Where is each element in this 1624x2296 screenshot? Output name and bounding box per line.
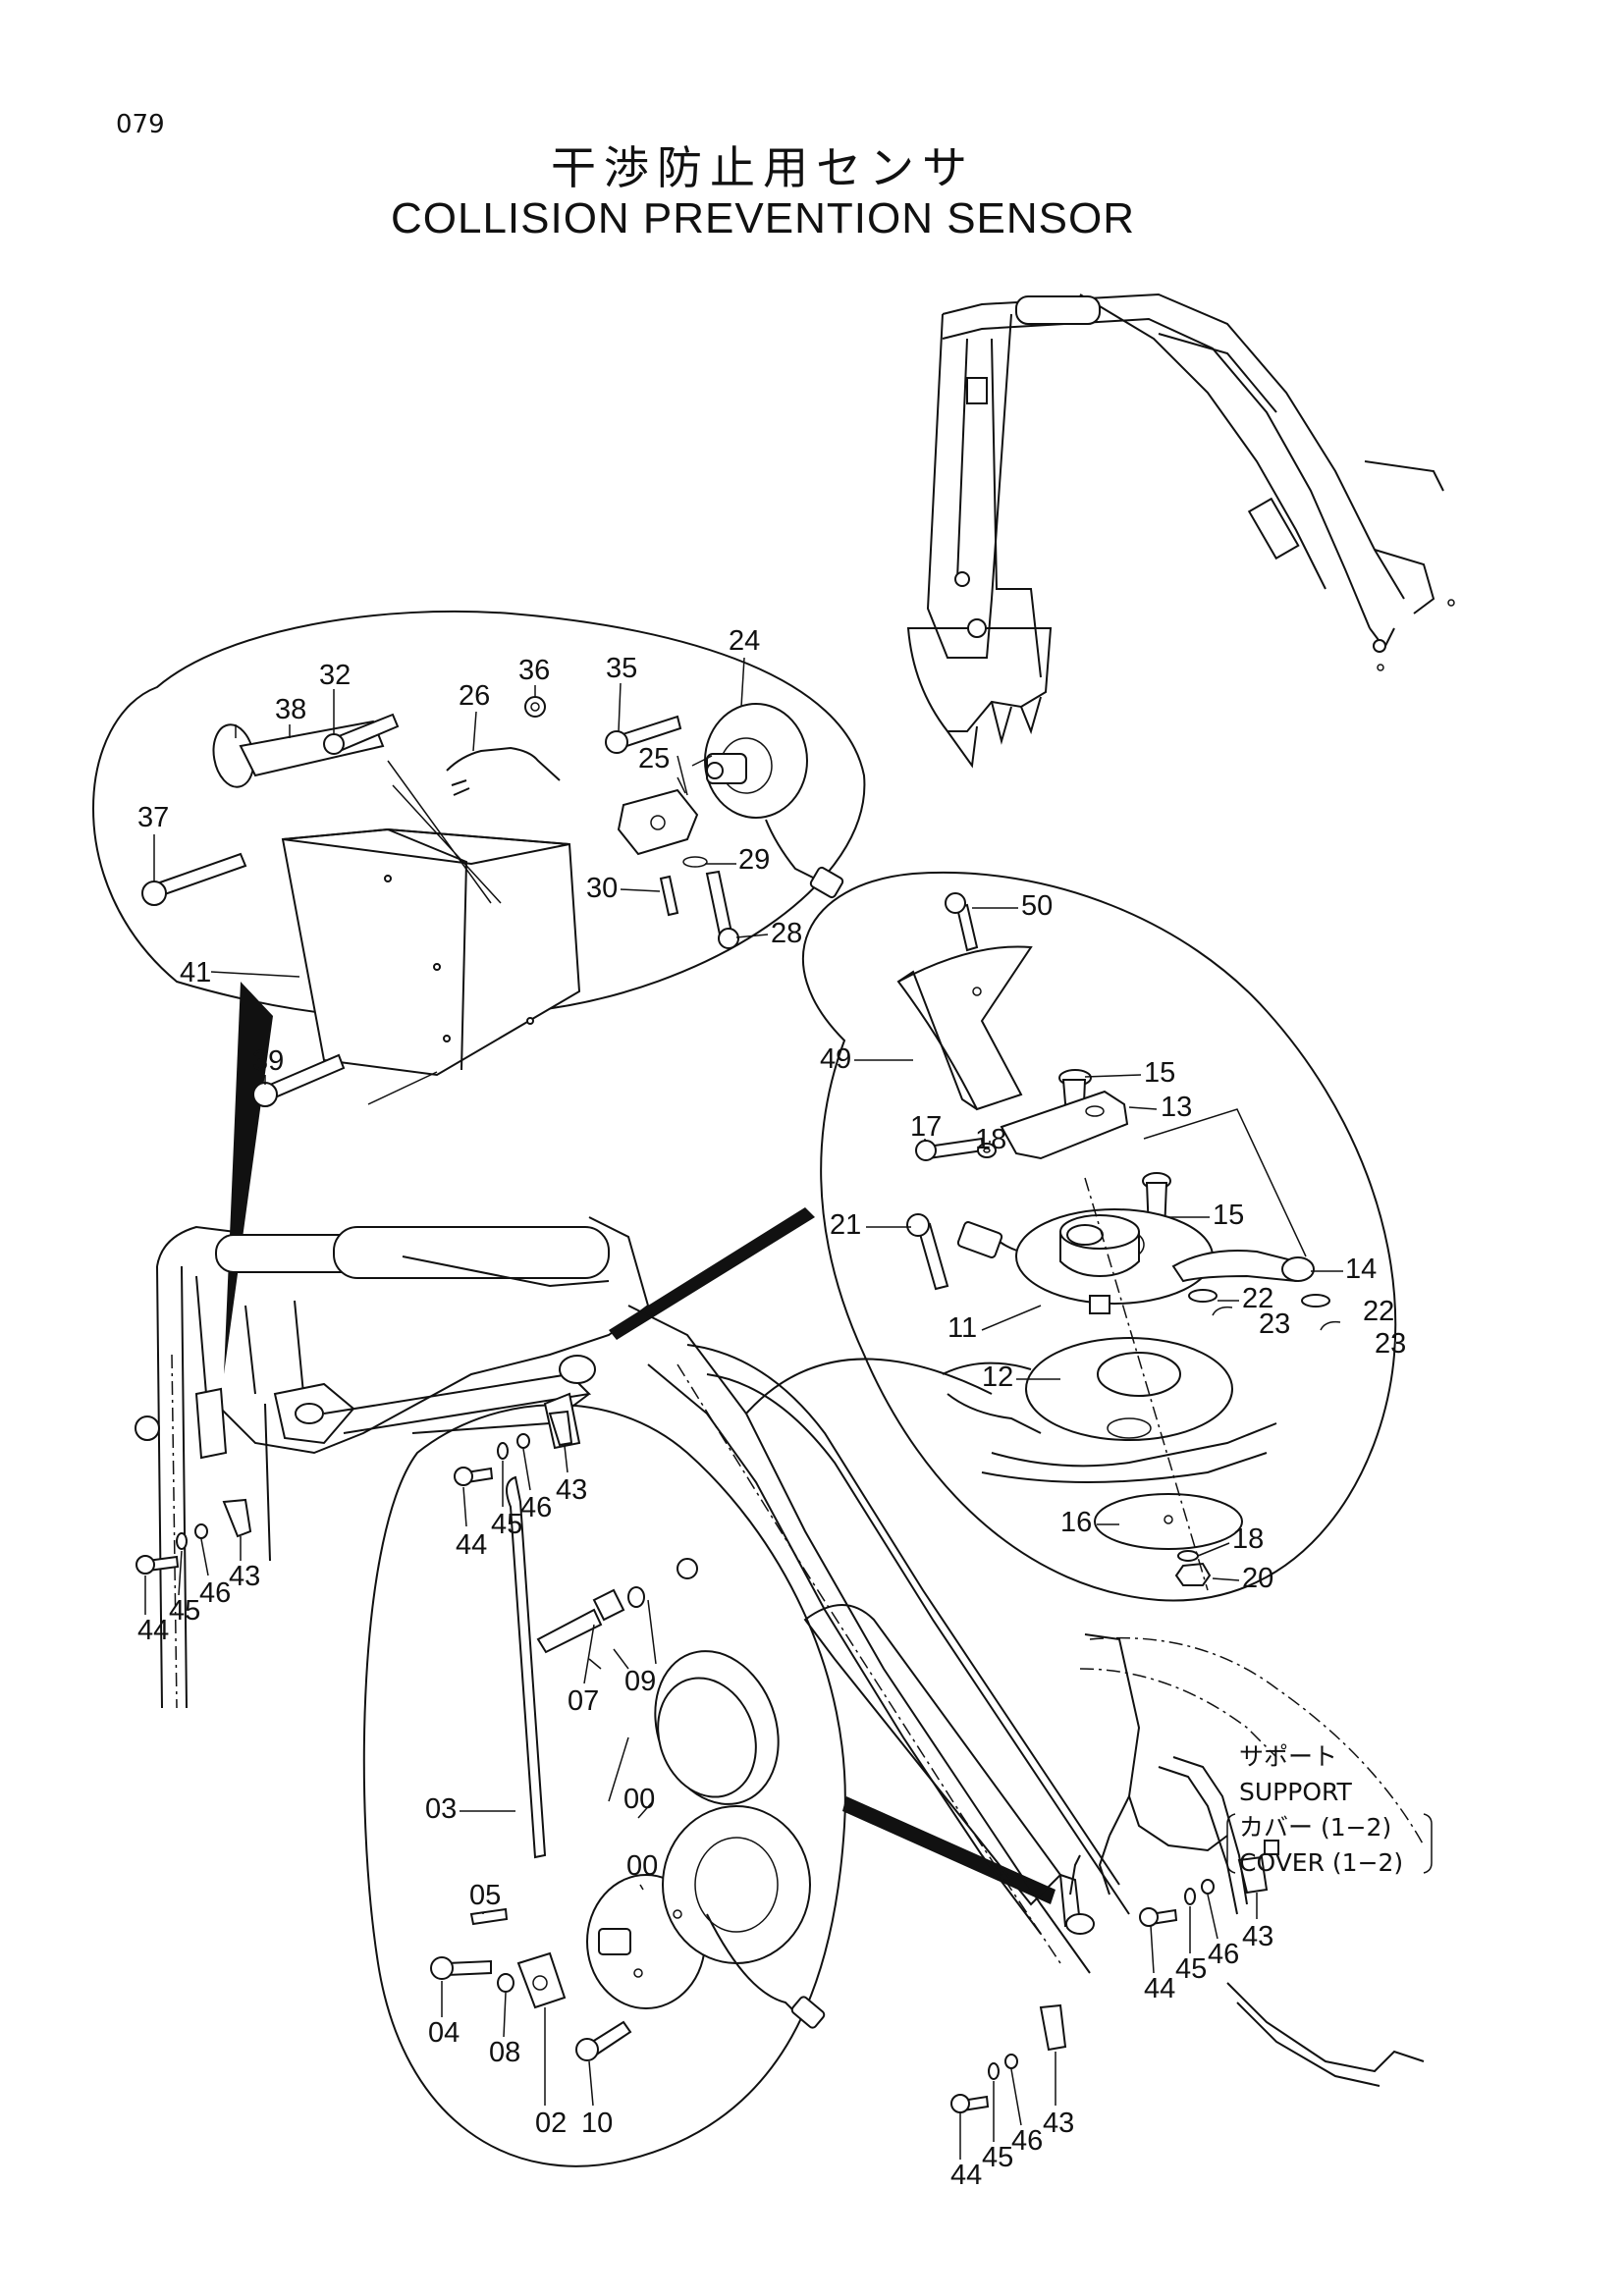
title-japanese: 干渉防止用センサ bbox=[551, 141, 975, 194]
part-label: 20 bbox=[1242, 1563, 1273, 1594]
detail-bubble-sensor-mount bbox=[609, 872, 1397, 1602]
part-label: 49 bbox=[820, 1043, 851, 1075]
cover-label-jp: カバー (1−2) bbox=[1239, 1813, 1391, 1842]
cover-label-en: COVER (1−2) bbox=[1239, 1848, 1403, 1877]
part-label: 21 bbox=[830, 1209, 861, 1241]
part-label: 35 bbox=[606, 653, 637, 684]
part-label: 15 bbox=[1144, 1057, 1175, 1089]
part-label: 43 bbox=[1242, 1921, 1273, 1952]
part-label: 36 bbox=[518, 655, 550, 686]
page-number: 079 bbox=[116, 110, 165, 139]
part-label: 18 bbox=[1232, 1523, 1264, 1555]
hardware-bolt-washer-sets bbox=[135, 1410, 1279, 2113]
part-label: 44 bbox=[456, 1529, 487, 1561]
part-label: 07 bbox=[568, 1685, 599, 1717]
support-label-jp: サポート bbox=[1239, 1742, 1337, 1771]
part-label: 04 bbox=[428, 2017, 460, 2049]
part-label: 22 bbox=[1363, 1296, 1394, 1327]
part-label: 46 bbox=[520, 1492, 552, 1523]
part-label: 45 bbox=[169, 1595, 200, 1627]
main-assembly-view bbox=[135, 1216, 1425, 2087]
part-label: 44 bbox=[950, 2160, 982, 2191]
part-number-labels: 32 38 26 36 35 24 37 25 29 30 28 41 39 5… bbox=[137, 625, 1406, 2191]
part-label: 09 bbox=[624, 1666, 656, 1697]
part-label: 13 bbox=[1161, 1092, 1192, 1123]
part-label: 39 bbox=[252, 1045, 284, 1077]
part-label: 23 bbox=[1375, 1328, 1406, 1360]
label-leader-lines bbox=[144, 657, 1343, 2160]
part-label: 45 bbox=[1175, 1953, 1207, 1985]
part-label: 12 bbox=[982, 1362, 1013, 1393]
part-label: 37 bbox=[137, 802, 169, 833]
part-label: 03 bbox=[425, 1793, 457, 1825]
part-label: 10 bbox=[581, 2108, 613, 2139]
part-label: 18 bbox=[975, 1124, 1006, 1155]
part-label: 46 bbox=[199, 1577, 231, 1609]
part-label: 28 bbox=[771, 918, 802, 949]
part-label: 44 bbox=[137, 1615, 169, 1646]
part-label: 25 bbox=[638, 743, 670, 774]
support-cover-annotation: サポート SUPPORT カバー (1−2) COVER (1−2) bbox=[1226, 1742, 1433, 1877]
part-label: 24 bbox=[729, 625, 760, 657]
part-label: 43 bbox=[1043, 2108, 1074, 2139]
part-label: 22 bbox=[1242, 1283, 1273, 1314]
part-label: 41 bbox=[180, 957, 211, 988]
part-label: 00 bbox=[623, 1784, 655, 1815]
part-label: 43 bbox=[556, 1474, 587, 1506]
part-label: 14 bbox=[1345, 1254, 1377, 1285]
part-label: 05 bbox=[469, 1880, 501, 1911]
part-label: 11 bbox=[947, 1312, 977, 1344]
part-label: 23 bbox=[1259, 1308, 1290, 1340]
detail-bubble-sensor-linkage bbox=[362, 1404, 1056, 2167]
part-label: 02 bbox=[535, 2108, 567, 2139]
part-label: 00 bbox=[626, 1850, 658, 1882]
part-label: 16 bbox=[1060, 1507, 1092, 1538]
part-label: 29 bbox=[738, 844, 770, 876]
part-label: 44 bbox=[1144, 1973, 1175, 2004]
part-label: 17 bbox=[910, 1111, 942, 1143]
part-label: 46 bbox=[1208, 1939, 1239, 1970]
part-label: 43 bbox=[229, 1561, 260, 1592]
excavator-overview bbox=[906, 293, 1455, 769]
part-label: 45 bbox=[982, 2142, 1013, 2173]
part-label: 26 bbox=[459, 680, 490, 712]
part-label: 15 bbox=[1213, 1200, 1244, 1231]
part-label: 50 bbox=[1021, 890, 1053, 922]
detail-bubble-sensor-cover bbox=[92, 610, 866, 1374]
part-label: 08 bbox=[489, 2037, 520, 2068]
part-label: 30 bbox=[586, 873, 618, 904]
title-english: COLLISION PREVENTION SENSOR bbox=[390, 194, 1136, 242]
part-label: 38 bbox=[275, 694, 306, 725]
part-label: 32 bbox=[319, 660, 351, 691]
support-label-en: SUPPORT bbox=[1239, 1778, 1353, 1806]
part-label: 46 bbox=[1011, 2125, 1043, 2157]
part-label: 45 bbox=[491, 1509, 522, 1540]
